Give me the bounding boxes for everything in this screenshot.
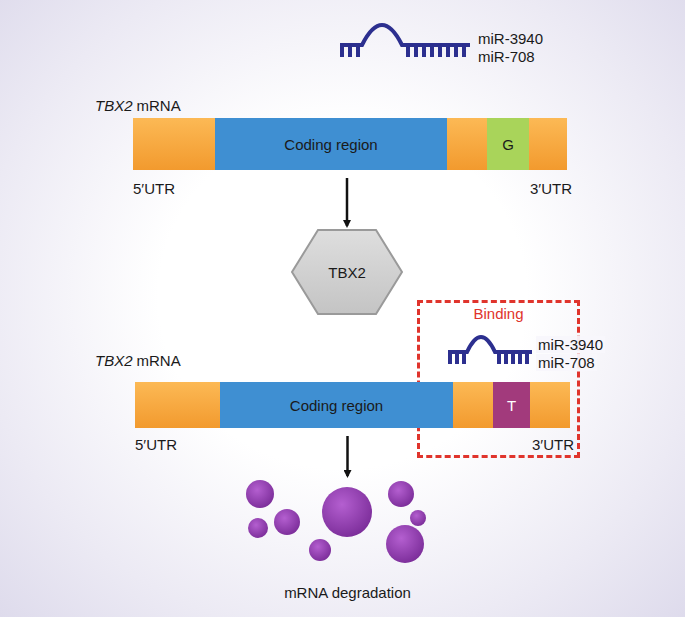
snp-site: G [487,118,529,170]
outcome-label: mRNA degradation [284,584,411,601]
region-label: 3′UTR [530,180,572,197]
gene-label: TBX2 [95,352,133,369]
coding-region: Coding region [220,382,453,428]
region-label: 5′UTR [133,180,175,197]
degraded-fragments [225,478,470,578]
mirna-label: miR-3940 [478,30,543,47]
mirna-label: miR-708 [478,48,535,65]
node-label: T [507,397,516,414]
region-label: 5′UTR [135,436,177,453]
mirna-label: miR-708 [536,354,597,371]
degradation-group: mRNA degradation [225,478,470,603]
coding-region: Coding region [215,118,447,170]
snp-site: T [493,382,530,428]
gene-label: mRNA [137,352,181,369]
region-label: 3′UTR [532,436,574,453]
node-label: G [502,136,514,153]
utr-segments [133,118,570,428]
binding-region: BindingT [417,300,580,458]
mirna-symbol [340,25,470,57]
node-label: TBX2 [328,264,366,281]
region-title: Binding [473,305,523,322]
node-label: Coding region [284,136,377,153]
protein-hexagon: TBX2 [290,228,404,316]
node-label: Coding region [290,397,383,414]
mirna-label: miR-3940 [536,336,605,353]
gene-label: TBX2 [95,97,133,114]
gene-label: mRNA [137,97,181,114]
mirna-symbol [448,337,532,364]
flow-arrow [346,178,349,226]
flow-arrow [346,436,349,476]
